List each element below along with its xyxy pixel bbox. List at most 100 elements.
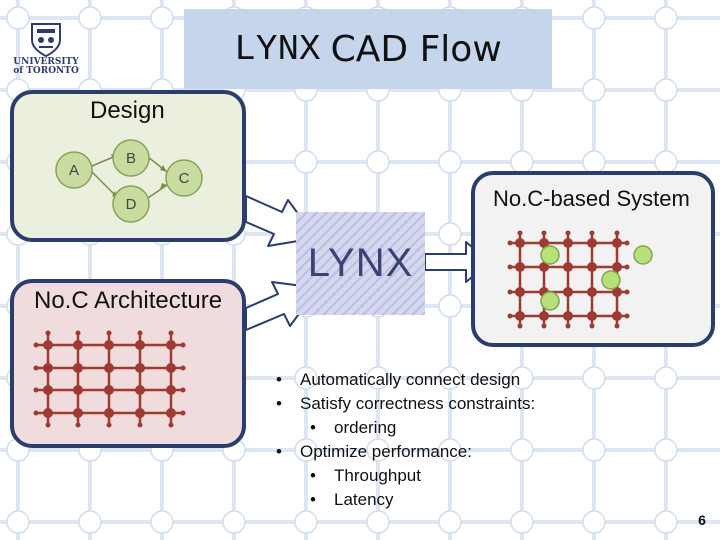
sub-bullet-item: •Latency [310,490,394,509]
mesh-router [43,385,53,395]
node-c [165,159,203,197]
mesh-router [587,311,597,321]
mesh-endpoint [106,422,112,428]
mesh-router [515,262,525,272]
mesh-router [539,238,549,248]
mesh-endpoint [624,313,630,319]
mesh-endpoint [614,323,620,329]
lynx-tool-box: LYNX [296,212,425,315]
mesh-router [539,311,549,321]
node-a [55,151,93,189]
mesh-endpoint [589,230,595,236]
bg-grid-node [366,438,390,462]
bg-grid-node [438,510,462,534]
bg-grid-node [438,438,462,462]
mesh-endpoint [541,323,547,329]
bg-grid-node [510,366,534,390]
mesh-router [104,385,114,395]
mesh-endpoint [517,323,523,329]
bg-grid-node [294,438,318,462]
mesh-endpoint [507,313,513,319]
mesh-endpoint [33,410,39,416]
logo-text: UNIVERSITY of TORONTO [13,57,79,76]
mesh-endpoint [507,289,513,295]
mesh-endpoint [624,289,630,295]
mesh-router [587,238,597,248]
mesh-endpoint [33,365,39,371]
mesh-router [612,262,622,272]
bullet-list: •Automatically connect design •Satisfy c… [276,368,576,512]
title-lynx: LYNX [234,28,321,70]
title-cad-flow: CAD Flow [330,28,502,70]
architecture-panel-label: No.C Architecture [34,287,223,314]
mapped-node [540,291,560,311]
system-panel-label: No.C-based System [493,186,690,211]
mesh-endpoint [45,330,51,336]
mesh-endpoint [180,342,186,348]
mesh-endpoint [33,387,39,393]
bg-grid-node [438,222,462,246]
mesh-endpoint [624,264,630,270]
bg-grid-node [582,6,606,30]
mesh-endpoint [517,230,523,236]
mesh-endpoint [137,422,143,428]
node-d-label: D [125,196,137,213]
mesh-router [539,262,549,272]
mesh-router [612,238,622,248]
bg-grid-node [78,6,102,30]
mesh-router [104,363,114,373]
bg-grid-node [438,150,462,174]
mesh-router [587,262,597,272]
bg-grid-node [582,438,606,462]
bg-grid-node [294,366,318,390]
university-logo: UNIVERSITY of TORONTO [13,22,79,82]
bg-grid-node [294,510,318,534]
mesh-router [587,287,597,297]
mesh-endpoint [507,240,513,246]
node-a-label: A [68,162,79,179]
bg-grid-node [222,510,246,534]
mesh-router [73,363,83,373]
mesh-router [43,363,53,373]
mesh-router [73,408,83,418]
mesh-router [73,385,83,395]
mesh-endpoint [541,230,547,236]
bg-grid-node [366,150,390,174]
mesh-endpoint [507,264,513,270]
crest-icon [31,23,61,58]
design-graph [55,139,203,223]
mesh-router [563,238,573,248]
bg-grid-node [510,510,534,534]
bg-grid-node [438,366,462,390]
mesh-endpoint [45,422,51,428]
bg-grid-node [366,510,390,534]
design-panel: Design A B C D [10,90,246,242]
bg-grid-node [510,438,534,462]
slide-title: LYNX CAD Flow [184,9,552,89]
bg-grid-node [438,294,462,318]
mesh-endpoint [75,330,81,336]
node-b-label: B [125,150,136,167]
mesh-router [166,340,176,350]
mapped-node [540,245,560,265]
mesh-router [515,287,525,297]
mesh-endpoint [168,422,174,428]
mesh-endpoint [565,323,571,329]
mesh-router [43,340,53,350]
mesh-endpoint [75,422,81,428]
system-panel: No.C-based System [471,171,715,347]
mapped-node [633,245,653,265]
mesh-endpoint [180,387,186,393]
mesh-router [166,363,176,373]
mesh-router [612,287,622,297]
design-panel-label: Design [90,97,165,124]
bg-grid-node [654,6,678,30]
node-d [112,185,150,223]
mesh-router [166,385,176,395]
bullet-item: •Automatically connect design [276,370,521,389]
mesh-router [135,363,145,373]
mesh-endpoint [180,365,186,371]
bg-grid-node [654,510,678,534]
bg-grid-node [582,510,606,534]
mesh-endpoint [137,330,143,336]
